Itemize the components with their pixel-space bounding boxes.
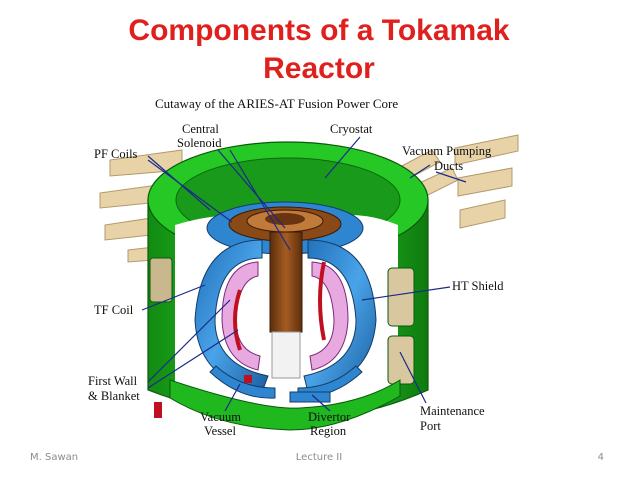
footer-lecture: Lecture II: [0, 452, 638, 463]
label-vessel: Vessel: [204, 424, 236, 438]
label-first-wall: First Wall: [88, 374, 138, 388]
label-cryostat: Cryostat: [330, 122, 373, 136]
label-ht-shield: HT Shield: [452, 279, 504, 293]
label-vacuum: Vacuum: [200, 410, 241, 424]
footer-page-number: 4: [598, 452, 604, 463]
label-divertor: Divertor: [308, 410, 351, 424]
label-tf-coil: TF Coil: [94, 303, 134, 317]
figure-caption: Cutaway of the ARIES-AT Fusion Power Cor…: [155, 96, 398, 111]
label-ducts: Ducts: [434, 159, 463, 173]
label-blanket: & Blanket: [88, 389, 140, 403]
label-port: Port: [420, 419, 441, 433]
label-vacuum-pumping: Vacuum Pumping: [402, 144, 492, 158]
label-region: Region: [310, 424, 347, 438]
central-solenoid: [270, 232, 302, 378]
label-solenoid: Solenoid: [177, 136, 222, 150]
label-central: Central: [182, 122, 219, 136]
label-maintenance: Maintenance: [420, 404, 485, 418]
label-pf-coils: PF Coils: [94, 147, 138, 161]
